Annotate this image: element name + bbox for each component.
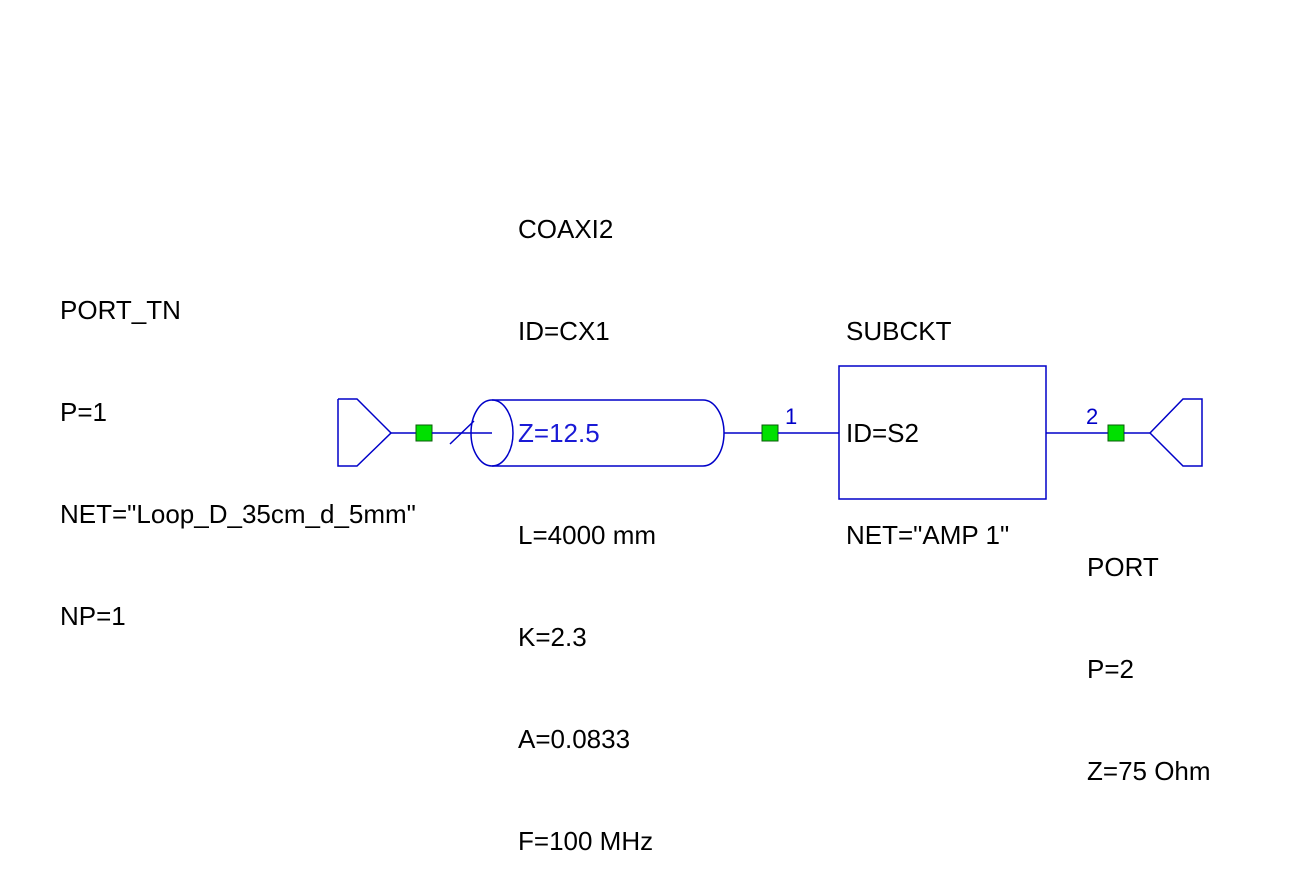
- subckt-pin-1-label: 1: [785, 404, 797, 429]
- port-2-z: Z=75 Ohm: [1087, 756, 1211, 786]
- subckt-id: ID=S2: [846, 418, 919, 448]
- node-port2[interactable]: [1107, 424, 1125, 442]
- schematic-canvas: 1 2: [337, 365, 1203, 500]
- node-port1[interactable]: [415, 424, 433, 442]
- subckt-net: NET="AMP 1": [846, 520, 1010, 550]
- coax-k-param: K=2.3: [518, 622, 587, 652]
- port-2-p: P=2: [1087, 654, 1134, 684]
- coax-a-param: A=0.0833: [518, 724, 631, 754]
- port-2-symbol[interactable]: [1149, 398, 1203, 467]
- coax-z-param[interactable]: Z=12.5: [518, 418, 600, 448]
- coax-type: COAXI2: [518, 214, 614, 244]
- subckt-s2-label: SUBCKT ID=S2 NET="AMP 1": [846, 246, 1009, 586]
- coax-cx1-label: COAXI2 ID=CX1 Z=12.5 L=4000 mm K=2.3 A=0…: [518, 144, 656, 892]
- port-2-label: PORT P=2 Z=75 Ohm: [1087, 482, 1211, 822]
- coax-f-param: F=100 MHz: [518, 826, 654, 856]
- port-1-p: P=1: [60, 397, 107, 427]
- coax-slash-mark: [449, 420, 475, 445]
- port-1-type: PORT_TN: [60, 295, 181, 325]
- port-1-np: NP=1: [60, 601, 126, 631]
- coax-l-param: L=4000 mm: [518, 520, 657, 550]
- port-2-type: PORT: [1087, 552, 1159, 582]
- port-1-label: PORT_TN P=1 NET="Loop_D_35cm_d_5mm" NP=1: [60, 225, 416, 667]
- coax-id: ID=CX1: [518, 316, 610, 346]
- subckt-pin-2-label: 2: [1086, 404, 1098, 429]
- subckt-type: SUBCKT: [846, 316, 952, 346]
- port-1-net: NET="Loop_D_35cm_d_5mm": [60, 499, 416, 529]
- port-1-symbol[interactable]: [337, 398, 393, 467]
- node-subckt-in[interactable]: [761, 424, 779, 442]
